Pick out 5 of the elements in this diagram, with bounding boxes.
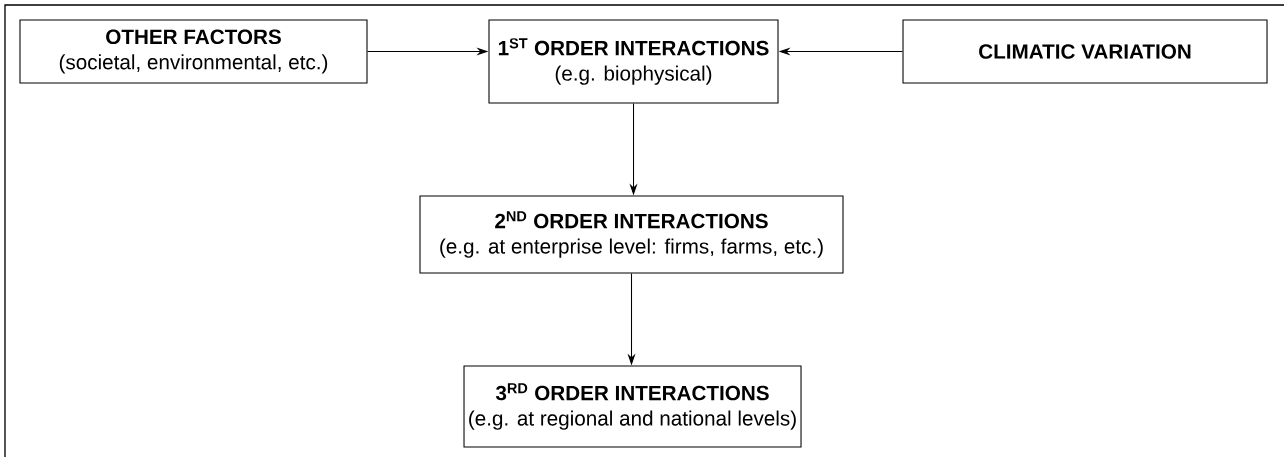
process-box: 1$^{ST}$ ORDER INTERACTIONS (e.g. biophysical)	[488, 19, 779, 104]
process-box: CLIMATIC VARIATION	[902, 19, 1268, 84]
process-box: 2$^{ND}$ ORDER INTERACTIONS (e.g. at enterprise level: firms, farms, etc.)	[419, 195, 844, 274]
process-box: OTHER FACTORS (societal, environmental, etc.)	[19, 19, 368, 84]
process-box: 3$^{RD}$ ORDER INTERACTIONS (e.g. at regional and national levels)	[463, 365, 802, 448]
